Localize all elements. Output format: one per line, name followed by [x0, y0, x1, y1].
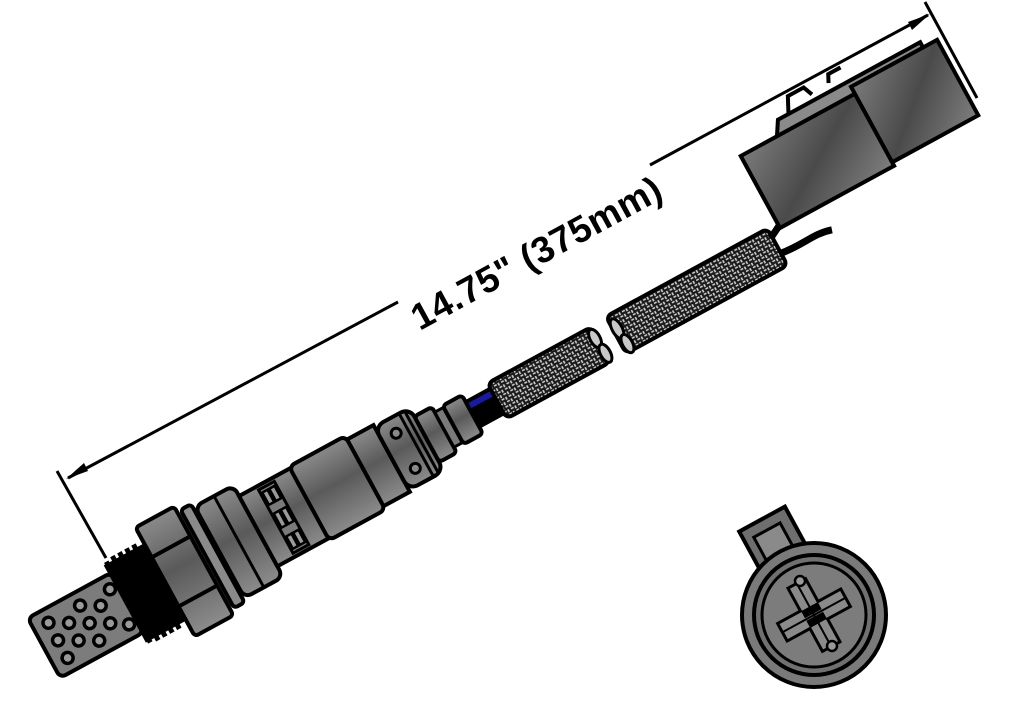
sensor-assembly — [27, 188, 833, 678]
dimension-extension-right — [923, 1, 979, 99]
braided-cable-segment-left — [487, 327, 614, 419]
threaded-base — [103, 542, 188, 644]
vent-holes-icon — [41, 582, 137, 666]
dimension-extension-left — [55, 470, 108, 559]
connector-pins-icon — [775, 576, 853, 654]
sensor-tip — [27, 572, 144, 678]
arrowhead-right-icon — [908, 14, 930, 30]
connector-face — [736, 503, 888, 689]
dimension-callout — [55, 1, 979, 559]
dimension-line-left — [67, 300, 399, 480]
hex-nut — [134, 505, 235, 637]
dimension-line-right — [649, 13, 929, 167]
connector — [738, 37, 981, 231]
arrowhead-left-icon — [66, 463, 88, 479]
braided-cable-segment-right — [606, 228, 788, 355]
sensor-body — [236, 394, 484, 570]
